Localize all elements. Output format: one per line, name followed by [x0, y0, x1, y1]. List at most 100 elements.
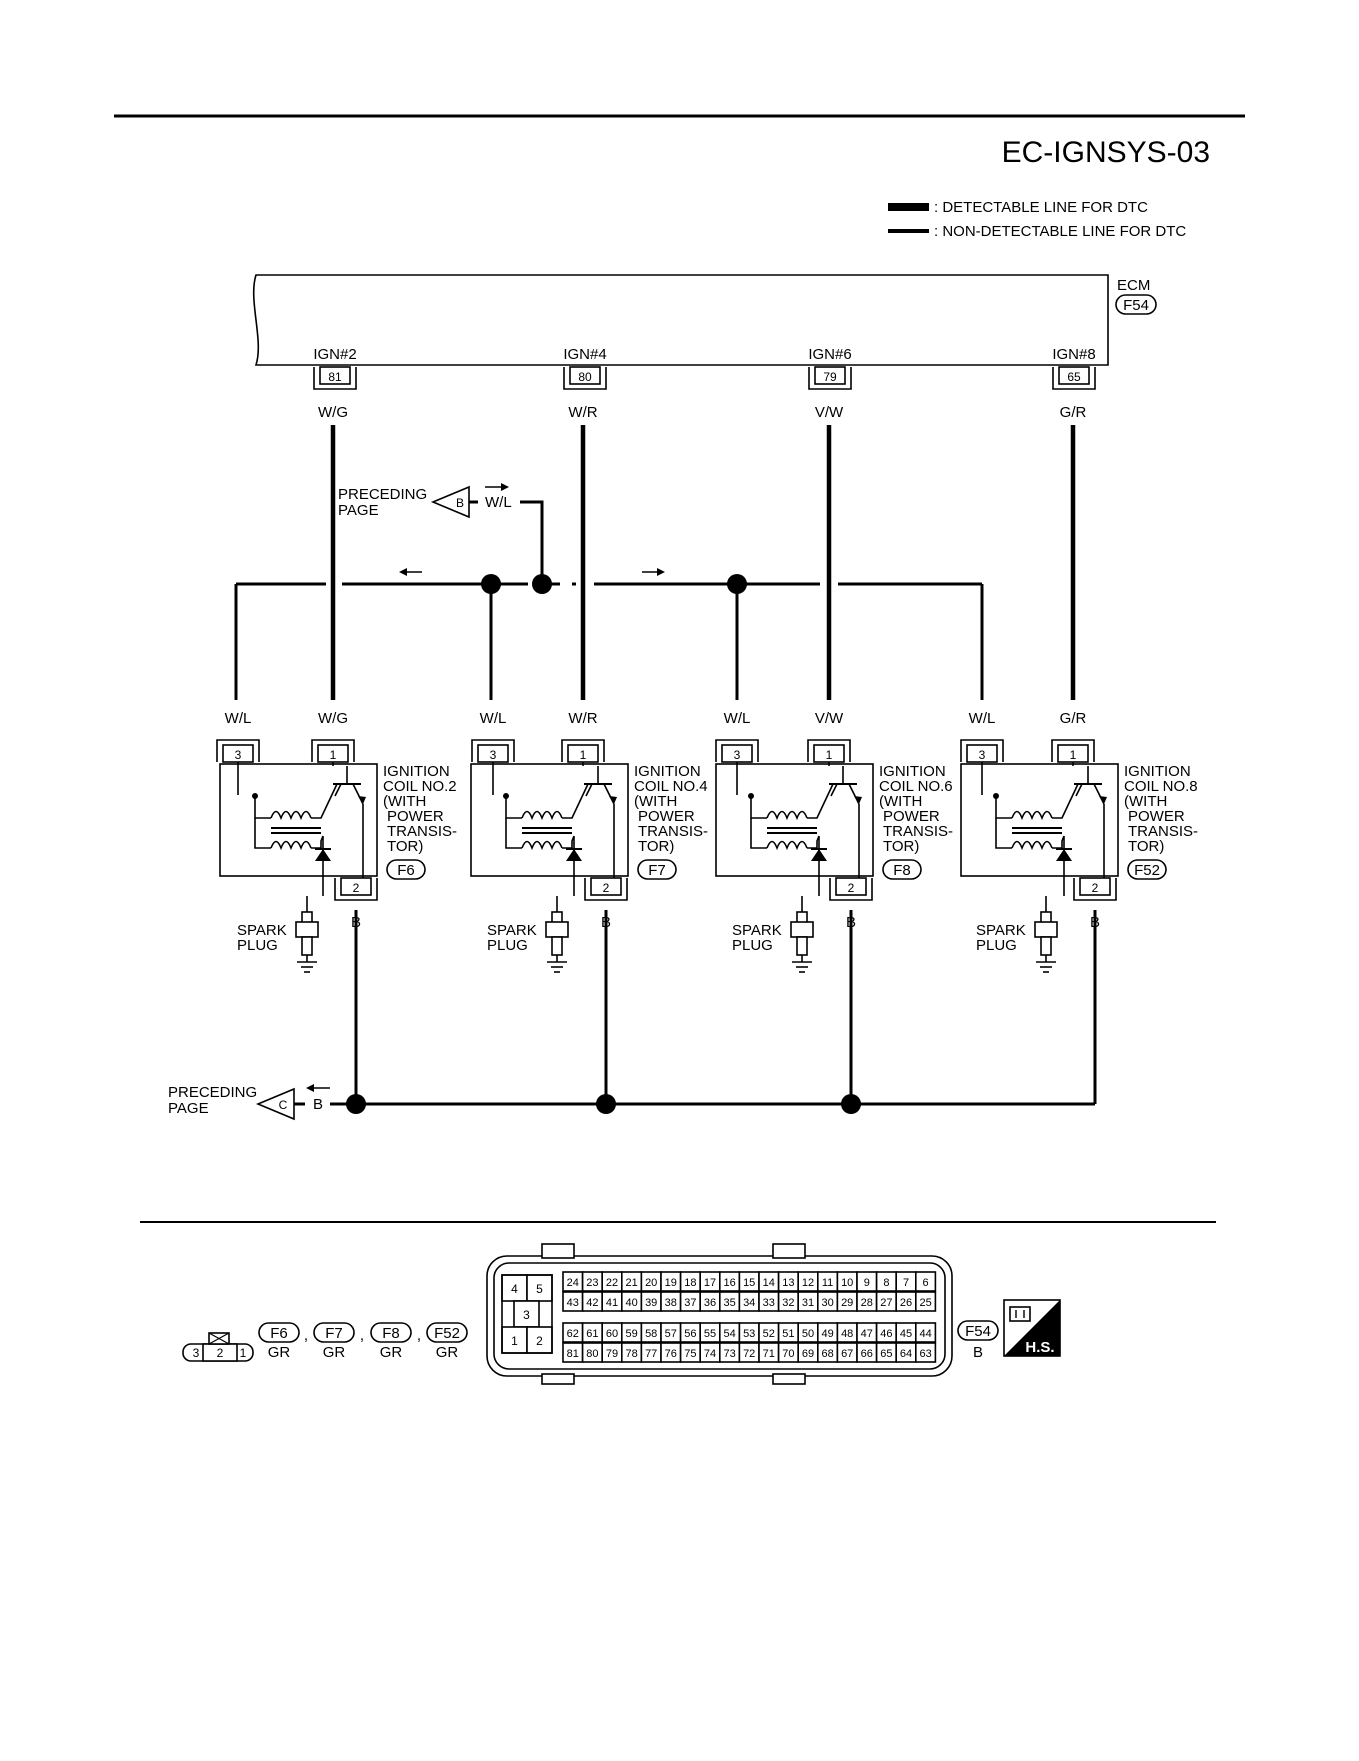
- pin-number: 70: [782, 1348, 794, 1360]
- pin-number: 37: [684, 1297, 696, 1309]
- pin-number: 1: [1070, 748, 1077, 762]
- pin-number: 25: [919, 1297, 931, 1309]
- hs-label: H.S.: [1025, 1339, 1054, 1356]
- connector-id: F54: [965, 1323, 991, 1340]
- pin-number: 73: [723, 1348, 735, 1360]
- pin-number: 3: [523, 1308, 530, 1322]
- pin-number: 18: [684, 1277, 696, 1289]
- coil-name-line: TRANSIS-: [1128, 823, 1198, 840]
- terminal-name: IGN#2: [313, 346, 356, 363]
- ecm-terminal-ign4: IGN#4 80 W/R: [563, 346, 607, 421]
- splice-node: [596, 1094, 616, 1114]
- wire-color-label: W/G: [318, 710, 348, 727]
- connector-pin: [526, 1326, 553, 1354]
- legend-detectable-label: : DETECTABLE LINE FOR DTC: [934, 199, 1148, 216]
- coil-name-line: COIL NO.6: [879, 778, 953, 795]
- pin-box: [1079, 877, 1111, 896]
- ecm-block: ECM F54: [252, 274, 1157, 366]
- pin-number: 64: [900, 1348, 912, 1360]
- pin-number: 69: [802, 1348, 814, 1360]
- pin-number: 44: [919, 1328, 931, 1340]
- pin-number: 13: [782, 1277, 794, 1289]
- ecm-terminal-ign8: IGN#8 65 G/R: [1052, 346, 1096, 421]
- pin-number: 3: [979, 748, 986, 762]
- pin-number: 15: [743, 1277, 755, 1289]
- coil-name-line: TOR): [387, 838, 423, 855]
- pin-number: 5: [536, 1282, 543, 1296]
- ground-bus: B C PRECEDING PAGE: [168, 910, 1097, 1121]
- pin-number: 3: [490, 748, 497, 762]
- wire-color-label: W/G: [318, 404, 348, 421]
- signal-wires: [330, 425, 1076, 700]
- pin-number: 77: [645, 1348, 657, 1360]
- pin-number: 65: [880, 1348, 892, 1360]
- pin-number: 45: [900, 1328, 912, 1340]
- connector-icon: [1009, 1306, 1031, 1322]
- pin-number: 81: [567, 1348, 579, 1360]
- pin-number: 1: [511, 1334, 518, 1348]
- pin-number: 62: [567, 1328, 579, 1340]
- pin-number: 26: [900, 1297, 912, 1309]
- terminal-pin-box: [319, 366, 351, 385]
- pin-number: 59: [625, 1328, 637, 1340]
- pin-number: 74: [704, 1348, 716, 1360]
- connector-id: F52: [434, 1325, 460, 1342]
- pin-number: 32: [782, 1297, 794, 1309]
- connector-id: F7: [325, 1325, 343, 1342]
- small-connector-view: 3 2 1: [182, 1332, 254, 1362]
- spark-plug-label: PLUG: [732, 937, 773, 954]
- coil-name-line: TOR): [638, 838, 674, 855]
- pin-number: 21: [625, 1277, 637, 1289]
- pin-number: 3: [193, 1346, 200, 1360]
- splice-node: [841, 1094, 861, 1114]
- pin-number: 1: [240, 1346, 247, 1360]
- terminal-pin-box: [569, 366, 601, 385]
- wire-color-label: V/W: [815, 710, 844, 727]
- coil-name-line: TRANSIS-: [387, 823, 457, 840]
- coil-name-line: (WITH: [383, 793, 426, 810]
- pin-number: 3: [235, 748, 242, 762]
- wire-color-label: W/L: [480, 710, 507, 727]
- connector-pin: [914, 1291, 937, 1312]
- pin-number: 34: [743, 1297, 755, 1309]
- pin-number: 48: [841, 1328, 853, 1340]
- pin-number: 1: [580, 748, 587, 762]
- small-connector-ids: F6 GR , F7 GR , F8 GR , F52 GR: [258, 1322, 468, 1361]
- connector-letter: C: [279, 1098, 288, 1112]
- coil-name-line: POWER: [638, 808, 695, 825]
- coil-name-line: IGNITION: [634, 763, 701, 780]
- pin-box: [340, 877, 372, 896]
- arrow-left-icon: [399, 568, 407, 576]
- connector-color: GR: [380, 1344, 403, 1361]
- pin-box: [590, 877, 622, 896]
- connector-tag: [386, 859, 426, 880]
- pin-number: 2: [536, 1334, 543, 1348]
- pin-number: 22: [606, 1277, 618, 1289]
- connector-tag: [637, 859, 677, 880]
- connector-id: F8: [382, 1325, 400, 1342]
- pin-number: 31: [802, 1297, 814, 1309]
- pin-number: 33: [763, 1297, 775, 1309]
- coil-wire-labels: W/L W/G W/L W/R W/L V/W W/L G/R: [225, 710, 1087, 727]
- connector-color: GR: [323, 1344, 346, 1361]
- pin-number: 2: [848, 881, 855, 895]
- pin-number: 41: [606, 1297, 618, 1309]
- pin-number: 61: [586, 1328, 598, 1340]
- pin-number: 2: [353, 881, 360, 895]
- pin-number: 57: [665, 1328, 677, 1340]
- pin-number: 1: [826, 748, 833, 762]
- pin-number: 2: [1092, 881, 1099, 895]
- pin-number: 67: [841, 1348, 853, 1360]
- coil-name-line: COIL NO.2: [383, 778, 457, 795]
- pin-number: 47: [861, 1328, 873, 1340]
- coil-name-line: POWER: [883, 808, 940, 825]
- coil-name-line: TOR): [883, 838, 919, 855]
- connector-triangle: [255, 1087, 295, 1121]
- pin-number: 53: [743, 1328, 755, 1340]
- connector-id: F7: [648, 862, 666, 879]
- pin-number: 66: [861, 1348, 873, 1360]
- connector-tag: [1127, 859, 1167, 880]
- pin-number: 50: [802, 1328, 814, 1340]
- ecm-connector-id-tag: F54 B: [957, 1320, 999, 1361]
